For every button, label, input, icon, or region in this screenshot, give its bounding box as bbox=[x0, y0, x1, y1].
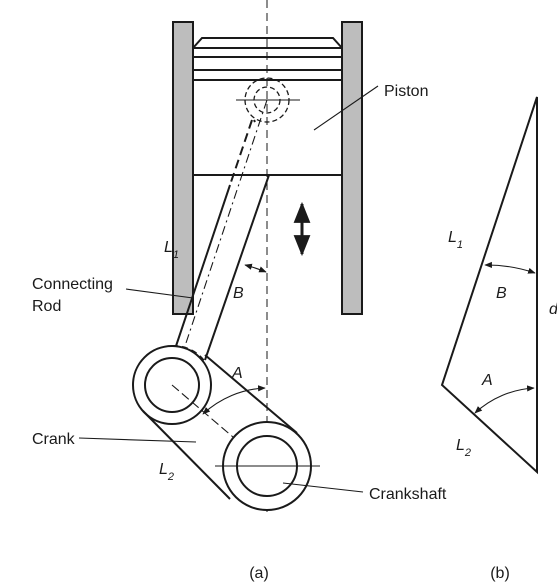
crank-leader bbox=[78, 437, 197, 443]
cylinder-wall-left bbox=[172, 21, 194, 315]
connecting-rod-label-line1: Connecting bbox=[32, 276, 113, 293]
connecting-rod bbox=[171, 99, 270, 386]
caption-a: (a) bbox=[249, 565, 269, 582]
piston-leader bbox=[313, 85, 379, 131]
triangle-figure-b: L1 L2 B A d (b) bbox=[440, 96, 557, 582]
crankshaft-leader bbox=[282, 482, 364, 493]
angle-b-label: B bbox=[233, 285, 244, 302]
crank-arm bbox=[132, 344, 320, 511]
l1-label: L1 bbox=[164, 239, 179, 261]
piston-label: Piston bbox=[384, 83, 428, 100]
triangle-angle-b-arc bbox=[484, 261, 536, 274]
connecting-rod-label-line2: Rod bbox=[32, 298, 61, 315]
caption-b: (b) bbox=[490, 565, 510, 582]
crankshaft-label: Crankshaft bbox=[369, 486, 447, 503]
triangle-angle-b-label: B bbox=[496, 285, 507, 302]
triangle-angle-a-label: A bbox=[481, 372, 493, 389]
triangle-l2-label: L2 bbox=[456, 437, 471, 459]
triangle-d-label: d bbox=[549, 301, 557, 318]
angle-a-label: A bbox=[231, 365, 243, 382]
connecting-rod-leader bbox=[125, 288, 194, 299]
angle-a-arc bbox=[202, 385, 266, 415]
triangle-angle-a-arc bbox=[474, 385, 535, 414]
l2-label: L2 bbox=[159, 461, 174, 483]
crankpin-inner bbox=[144, 357, 200, 413]
angle-b-arc bbox=[244, 263, 267, 273]
triangle bbox=[440, 96, 538, 475]
cylinder-wall-right bbox=[341, 21, 363, 315]
mechanism-figure-a: Piston Connecting Rod Crank Crankshaft L… bbox=[32, 0, 447, 582]
wrist-pin bbox=[236, 77, 300, 123]
crank-label: Crank bbox=[32, 431, 76, 448]
triangle-l1-label: L1 bbox=[448, 229, 463, 251]
